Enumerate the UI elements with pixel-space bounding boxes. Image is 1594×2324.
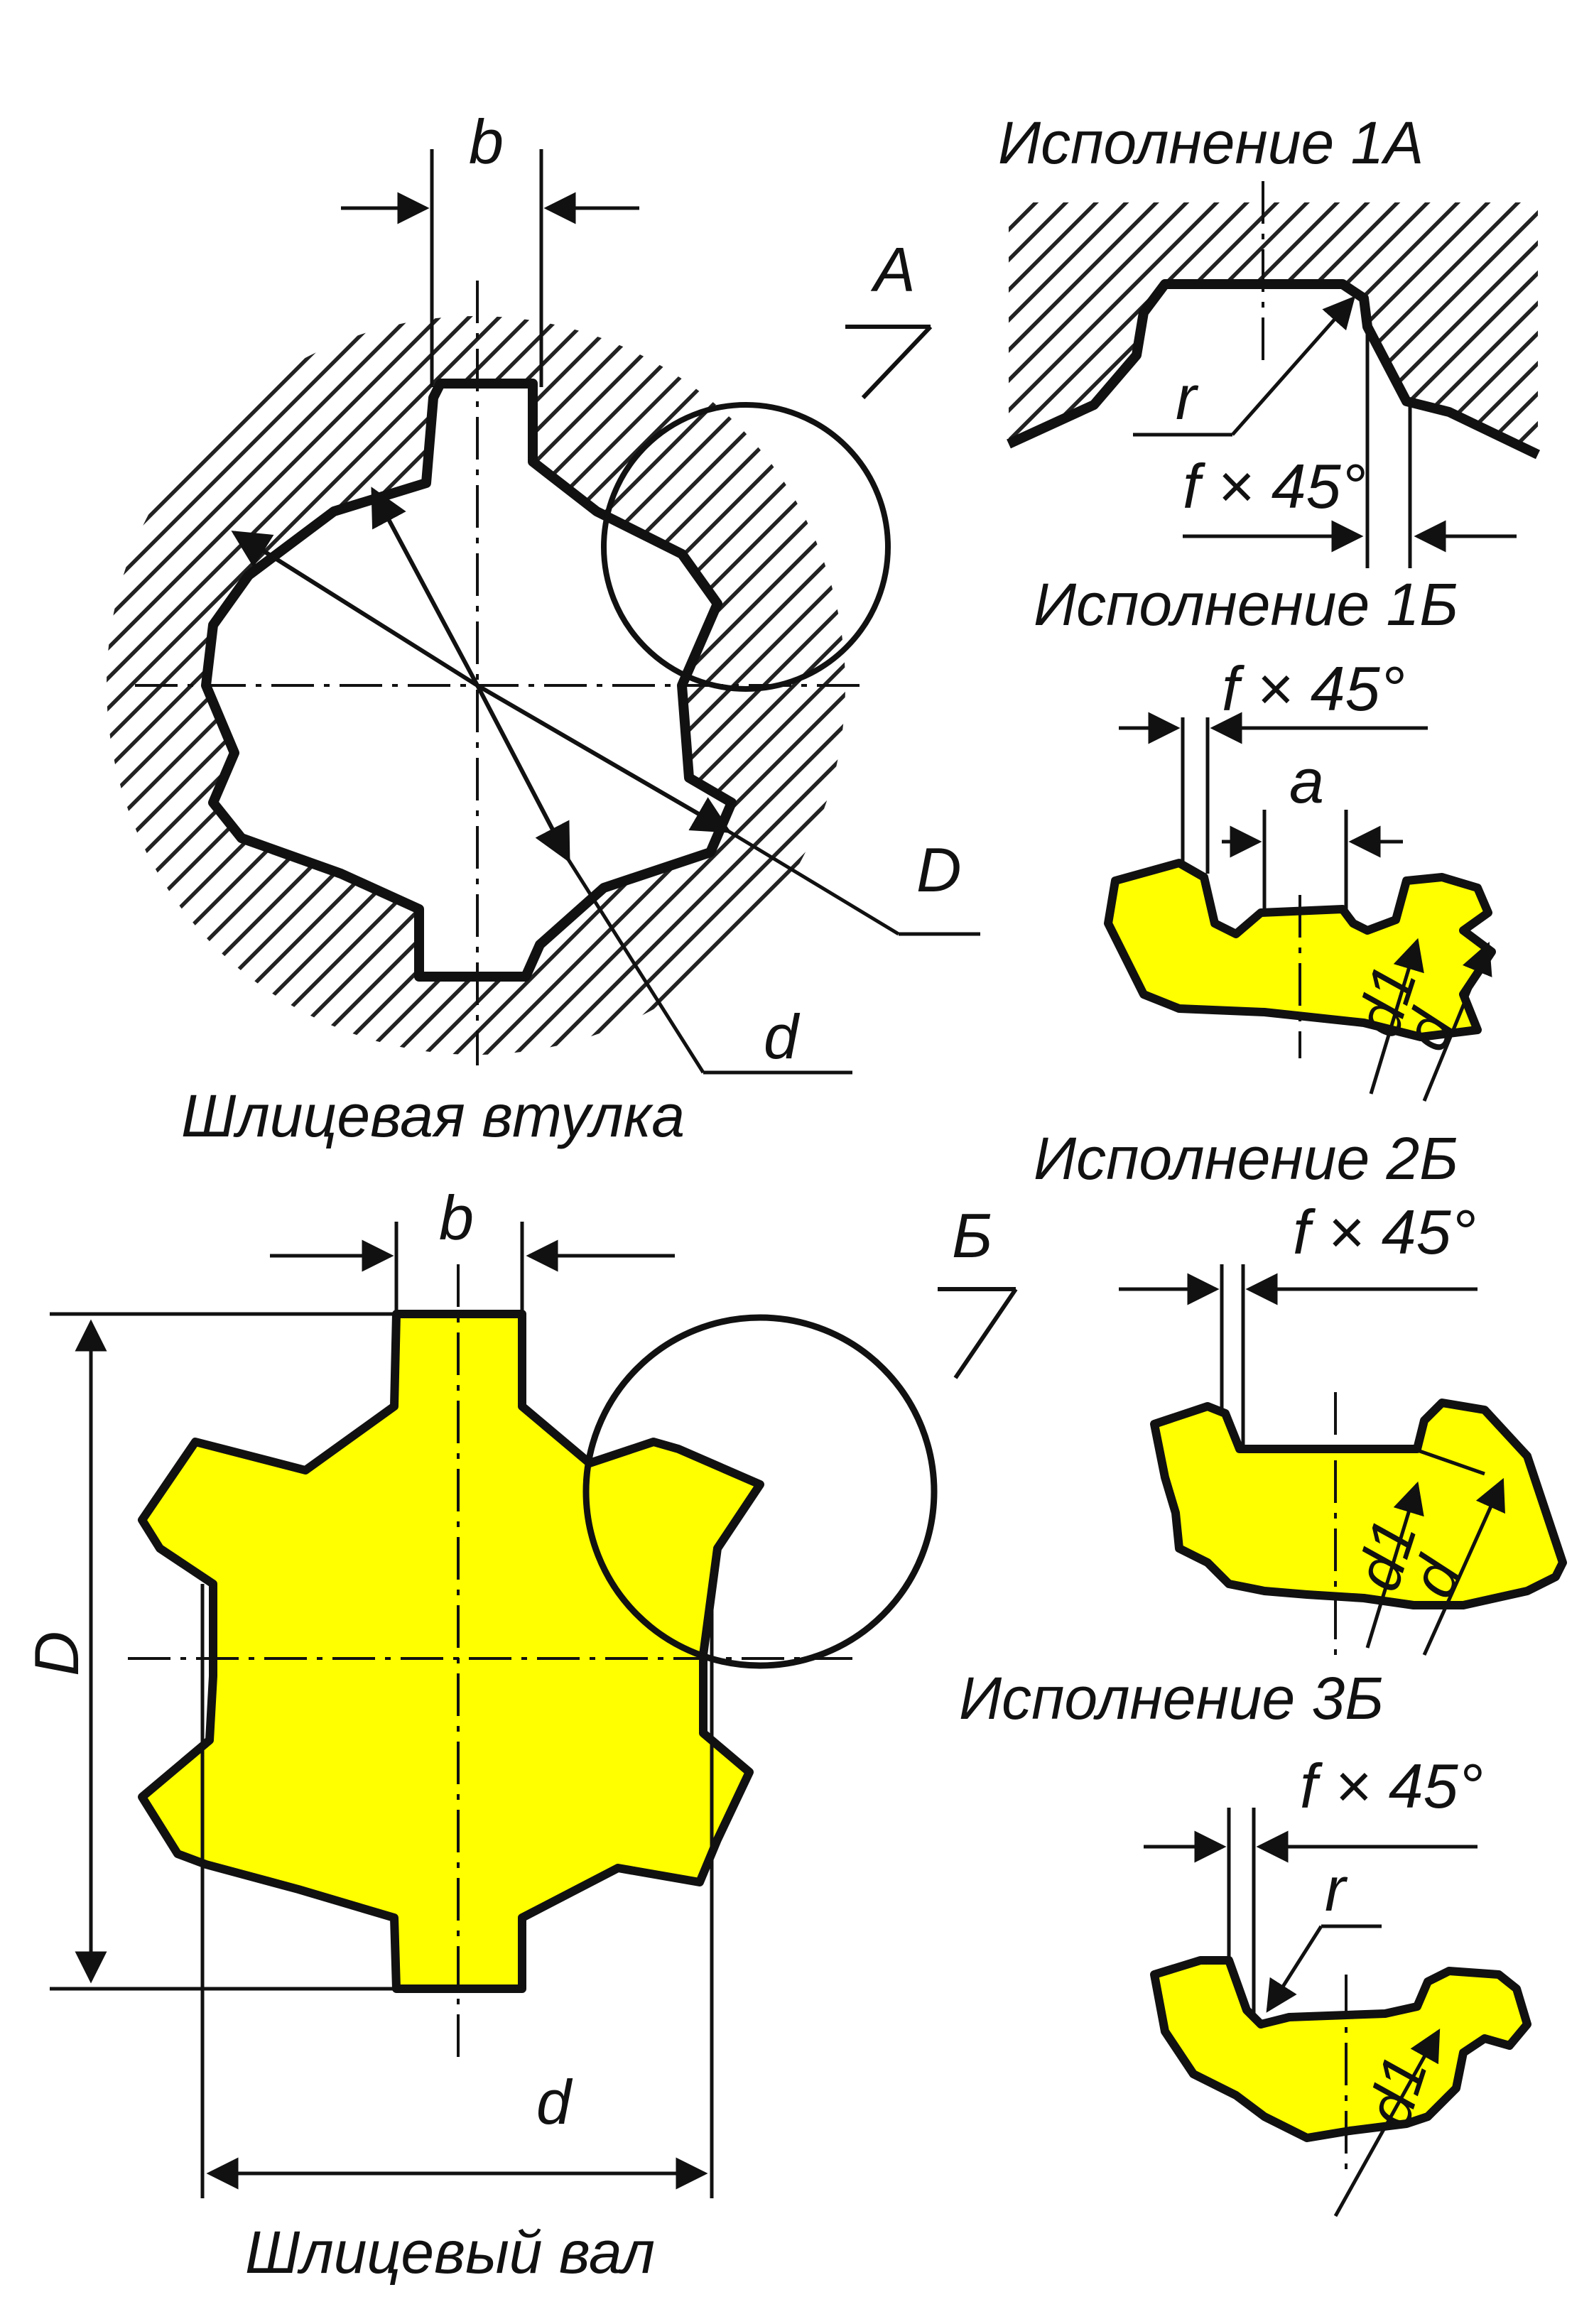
shaft-spline-body	[138, 1310, 764, 1993]
shaft-label-d: d	[536, 2067, 573, 2137]
v1a-title: Исполнение 1А	[998, 109, 1424, 176]
hub-label-b: b	[469, 107, 504, 177]
v1b-title: Исполнение 1Б	[1034, 571, 1458, 638]
hub-label-D: D	[916, 835, 962, 905]
v2b-profile	[1150, 1399, 1567, 1609]
hub-callout-A: A	[870, 234, 916, 305]
v1b-label-f: f × 45°	[1222, 653, 1405, 724]
variant-1b: Исполнение 1Б f × 45° a d1 d	[1034, 571, 1496, 1102]
shaft-callout-B: Б	[952, 1200, 992, 1271]
shaft-label-D: D	[21, 1631, 92, 1676]
shaft-detail-circle	[582, 1314, 938, 1669]
v3b-profile	[1150, 1956, 1531, 2142]
v3b-label-r: r	[1325, 1854, 1348, 1924]
variant-3b: Исполнение 3Б f × 45° r d1	[959, 1665, 1531, 2217]
hub-section: A b D d Шлицевая втулка	[107, 107, 980, 1149]
hub-detail-circle	[601, 402, 891, 692]
hub-caption: Шлицевая втулка	[181, 1082, 685, 1149]
shaft-section: Б b D d Шлицевый вал	[21, 1183, 1018, 2286]
variant-2b: Исполнение 2Б f × 45° d1 d	[1034, 1125, 1567, 1656]
variant-1a: Исполнение 1А r f × 45°	[998, 109, 1541, 568]
v1b-label-a: a	[1289, 746, 1324, 816]
v3b-label-f: f × 45°	[1300, 1751, 1483, 1821]
v1a-label-f: f × 45°	[1183, 451, 1366, 521]
v2b-title: Исполнение 2Б	[1034, 1125, 1458, 1192]
v1a-label-r: r	[1176, 362, 1199, 433]
hub-label-d: d	[764, 1001, 801, 1072]
shaft-label-b: b	[439, 1183, 474, 1253]
v3b-title: Исполнение 3Б	[959, 1665, 1384, 1732]
v2b-label-f: f × 45°	[1293, 1197, 1476, 1267]
shaft-caption: Шлицевый вал	[245, 2219, 655, 2286]
